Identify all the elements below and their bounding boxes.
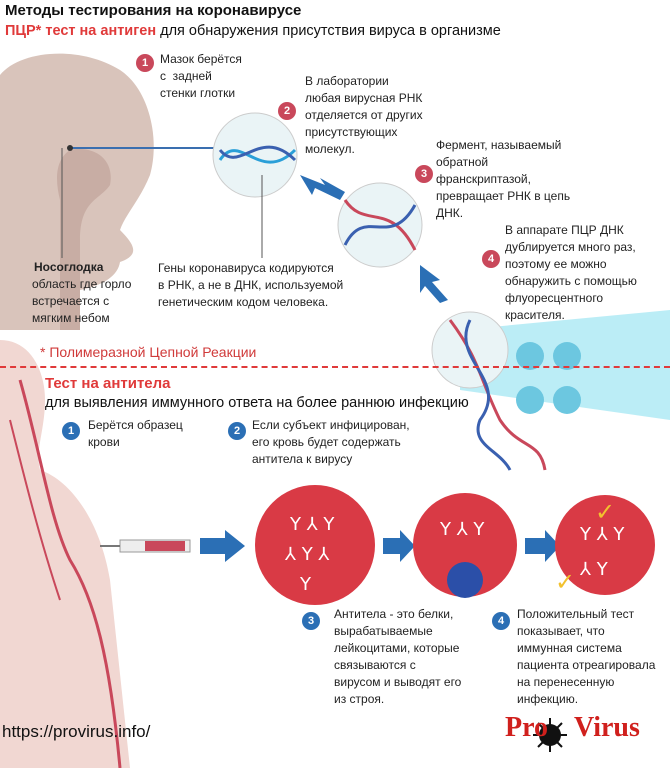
- step-3-badge: 3: [415, 165, 433, 183]
- step-1-badge: 1: [136, 54, 154, 72]
- page-title: Методы тестирования на коронавирусе: [5, 2, 302, 19]
- swab-point: [67, 145, 73, 151]
- antibody-circle-3: Y ⅄ Y ⅄ Y ✓ ✓: [555, 495, 655, 596]
- blood-vessel: [18, 379, 122, 768]
- svg-text:Y ⅄ Y: Y ⅄ Y: [439, 519, 485, 540]
- antibody-title: Тест на антитела: [45, 375, 171, 392]
- ab-step-2-text: Если субъект инфицирован, его кровь буде…: [252, 418, 410, 466]
- arrow-right-4: [383, 530, 415, 562]
- source-url[interactable]: https://provirus.info/: [2, 722, 151, 741]
- nasopharynx-desc: область где горло встречается с мягким н…: [32, 277, 132, 325]
- arrow-right-1: [300, 175, 345, 200]
- genes-note: Гены коронавируса кодируются в РНК, а не…: [158, 261, 344, 309]
- antibody-circle-2: Y ⅄ Y: [413, 493, 517, 598]
- footnote: * Полимеразной Цепной Реакции: [40, 344, 257, 360]
- pcr-subtitle: ПЦР* тест на антиген для обнаружения при…: [5, 23, 501, 39]
- throat-illustration: [57, 149, 111, 330]
- svg-text:✓: ✓: [555, 568, 575, 596]
- ab-step-1-text: Берётся образец крови: [88, 418, 183, 449]
- svg-text:Y ⅄ Y: Y ⅄ Y: [579, 524, 625, 545]
- antibody-subtitle: для выявления иммунного ответа на более …: [45, 395, 469, 411]
- svg-text:⅄ Y: ⅄ Y: [580, 559, 609, 580]
- arrow-right-2: [420, 265, 448, 303]
- dna-circle-2: [337, 182, 423, 268]
- svg-text:Y ⅄ Y: Y ⅄ Y: [289, 514, 335, 535]
- antibody-circle-1: Y ⅄ Y ⅄ Y ⅄ Y: [255, 485, 375, 605]
- ab-step-1-badge: 1: [62, 422, 80, 440]
- rna-circle-1: [212, 112, 298, 198]
- ab-step-2-badge: 2: [228, 422, 246, 440]
- arrow-right-5: [525, 530, 560, 562]
- ab-step-4-text: Положительный тест показывает, что иммун…: [517, 607, 656, 706]
- ab-step-4-badge: 4: [492, 612, 510, 630]
- logo-virus: Virus: [574, 712, 640, 743]
- virus-icon: [533, 718, 567, 752]
- section-divider: [0, 366, 670, 368]
- nasopharynx-label: Носоглодка: [34, 260, 104, 274]
- checkmark-icon: ✓: [595, 498, 615, 526]
- pcr-step-3-text: Фермент, называемый обратной франскрипта…: [436, 138, 571, 220]
- svg-text:⅄ Y ⅄: ⅄ Y ⅄: [285, 544, 330, 565]
- ab-step-3-text: Антитела - это белки, вырабатываемые лей…: [334, 607, 462, 706]
- pcr-subtitle-highlight: ПЦР* тест на антиген: [5, 23, 157, 39]
- dna-strand-2: [343, 199, 417, 251]
- ab-step-3-badge: 3: [302, 612, 320, 630]
- pcr-step-2-text: В лаборатории любая вирусная РНК отделяе…: [305, 74, 423, 156]
- rna-strand-1: [218, 148, 297, 164]
- pcr-step-1-text: Мазок берётся с задней стенки глотки: [160, 52, 242, 100]
- pcr-subtitle-rest: для обнаружения присутствия вируса в орг…: [156, 23, 501, 39]
- logo-pro: Pro: [505, 712, 549, 743]
- step-2-badge: 2: [278, 102, 296, 120]
- pcr-step-4-text: В аппарате ПЦР ДНК дублируется много раз…: [505, 223, 637, 322]
- provirus-logo: Pro Virus: [505, 712, 640, 744]
- arrow-right-3: [200, 530, 245, 562]
- body-silhouette: [0, 340, 130, 768]
- step-4-badge: 4: [482, 250, 500, 268]
- svg-text:Y: Y: [299, 574, 312, 595]
